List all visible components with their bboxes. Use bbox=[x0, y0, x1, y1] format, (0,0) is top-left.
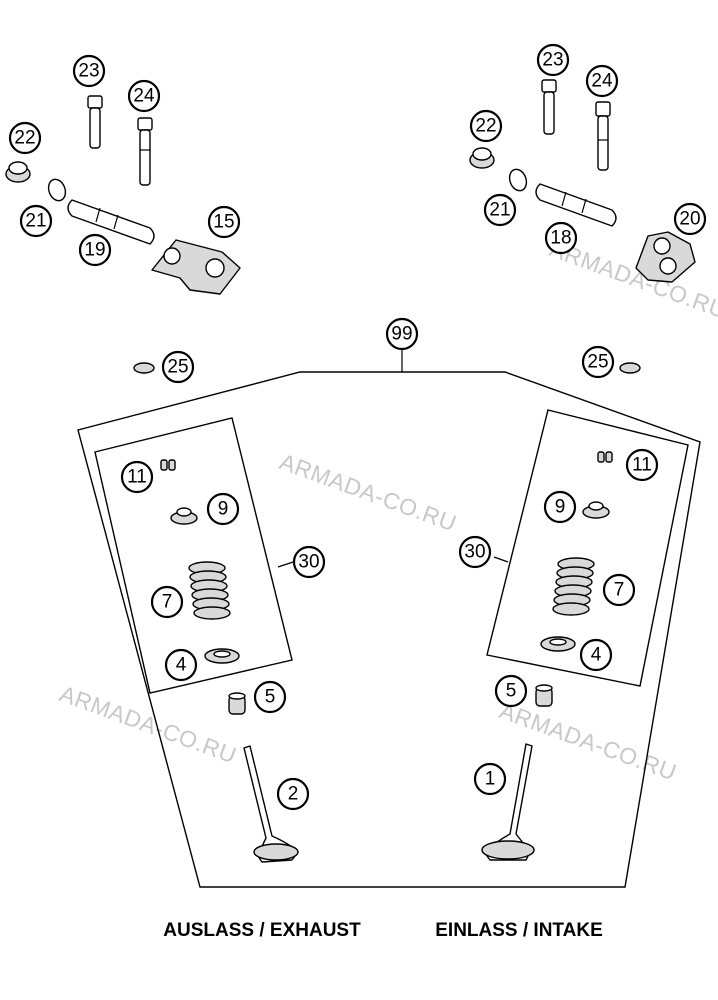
svg-text:5: 5 bbox=[265, 687, 276, 708]
callout-23-left: 23 bbox=[72, 54, 106, 88]
callout-23-right: 23 bbox=[536, 43, 570, 77]
rocker-shaft-screw-left bbox=[87, 95, 103, 149]
valve-shim-right bbox=[619, 362, 641, 374]
callout-11-left: 11 bbox=[120, 460, 154, 494]
callout-5-left: 5 bbox=[253, 680, 287, 714]
svg-text:11: 11 bbox=[127, 467, 147, 488]
svg-text:21: 21 bbox=[489, 200, 510, 221]
callout-25-right: 25 bbox=[581, 345, 615, 379]
svg-text:7: 7 bbox=[614, 580, 625, 601]
callout-2: 2 bbox=[276, 777, 310, 811]
callout-30-left: 30 bbox=[292, 545, 326, 579]
rocker-bolt-left bbox=[137, 117, 153, 186]
valve-set-outline bbox=[77, 371, 701, 888]
svg-text:23: 23 bbox=[542, 50, 563, 71]
exhaust-valve-kit-box bbox=[94, 417, 293, 694]
svg-text:22: 22 bbox=[475, 116, 496, 137]
valve-stem-seal-exhaust bbox=[228, 692, 246, 715]
svg-text:9: 9 bbox=[218, 499, 229, 520]
callout-24-left: 24 bbox=[127, 79, 161, 113]
o-ring-left bbox=[47, 178, 67, 202]
svg-text:19: 19 bbox=[84, 240, 105, 261]
svg-text:24: 24 bbox=[591, 71, 613, 92]
valve-spring-exhaust bbox=[188, 561, 231, 620]
valve-spring-retainer-intake bbox=[582, 501, 610, 519]
watermark: ARMADA-CO.RU bbox=[276, 448, 460, 536]
svg-text:99: 99 bbox=[391, 324, 412, 345]
svg-text:5: 5 bbox=[506, 681, 517, 702]
callout-25-left: 25 bbox=[161, 350, 195, 384]
svg-text:20: 20 bbox=[679, 209, 700, 230]
svg-text:25: 25 bbox=[167, 357, 188, 378]
callout-21-right: 21 bbox=[483, 193, 517, 227]
valve-spring-retainer-exhaust bbox=[170, 507, 198, 525]
callout-9-left: 9 bbox=[206, 492, 240, 526]
screw-plug-right bbox=[469, 147, 495, 169]
svg-text:30: 30 bbox=[464, 542, 485, 563]
leader-30-left bbox=[277, 561, 294, 568]
svg-text:15: 15 bbox=[213, 212, 234, 233]
valve-stem-seal-intake bbox=[535, 684, 553, 707]
callout-24-right: 24 bbox=[585, 64, 619, 98]
callout-7-right: 7 bbox=[602, 573, 636, 607]
svg-text:11: 11 bbox=[632, 455, 652, 476]
rocker-arm-intake bbox=[635, 231, 696, 283]
valve-shim-left bbox=[133, 362, 155, 374]
svg-text:4: 4 bbox=[591, 645, 602, 666]
valve-cotters-intake bbox=[597, 451, 613, 463]
svg-text:9: 9 bbox=[555, 497, 566, 518]
screw-plug-left bbox=[5, 161, 31, 183]
caption-intake: EINLASS / INTAKE bbox=[435, 920, 603, 941]
rocker-arm-exhaust bbox=[151, 239, 241, 295]
callout-99: 99 bbox=[385, 317, 419, 351]
callout-7-left: 7 bbox=[150, 585, 184, 619]
intake-valve bbox=[481, 743, 535, 861]
rocker-shaft-intake bbox=[535, 183, 617, 227]
svg-text:21: 21 bbox=[25, 211, 46, 232]
callout-1: 1 bbox=[473, 762, 507, 796]
rocker-shaft-exhaust bbox=[67, 199, 155, 245]
svg-text:4: 4 bbox=[176, 655, 187, 676]
callout-18: 18 bbox=[544, 221, 578, 255]
svg-text:23: 23 bbox=[78, 61, 99, 82]
callout-21-left: 21 bbox=[19, 204, 53, 238]
valve-spring-intake bbox=[552, 557, 595, 616]
o-ring-right bbox=[508, 168, 528, 192]
callout-4-left: 4 bbox=[164, 648, 198, 682]
svg-text:30: 30 bbox=[298, 552, 319, 573]
caption-exhaust: AUSLASS / EXHAUST bbox=[163, 920, 361, 941]
callout-30-right: 30 bbox=[458, 535, 492, 569]
callout-19: 19 bbox=[78, 233, 112, 267]
svg-text:18: 18 bbox=[550, 228, 571, 249]
svg-text:2: 2 bbox=[288, 784, 299, 805]
callout-22-left: 22 bbox=[8, 121, 42, 155]
svg-text:24: 24 bbox=[133, 86, 155, 107]
svg-text:7: 7 bbox=[162, 592, 173, 613]
svg-text:22: 22 bbox=[14, 128, 35, 149]
rocker-bolt-right bbox=[595, 101, 611, 171]
callout-4-right: 4 bbox=[579, 638, 613, 672]
rocker-shaft-screw-right bbox=[541, 79, 557, 135]
spring-seat-exhaust bbox=[204, 648, 240, 664]
callout-9-right: 9 bbox=[543, 490, 577, 524]
svg-text:1: 1 bbox=[485, 769, 496, 790]
callout-5-right: 5 bbox=[494, 674, 528, 708]
callout-11-right: 11 bbox=[625, 448, 659, 482]
callout-20: 20 bbox=[673, 202, 707, 236]
valve-cotters-exhaust bbox=[160, 459, 176, 471]
svg-text:25: 25 bbox=[587, 352, 608, 373]
intake-valve-kit-box bbox=[486, 409, 689, 687]
callout-15: 15 bbox=[207, 205, 241, 239]
callout-22-right: 22 bbox=[469, 109, 503, 143]
leader-30-right bbox=[493, 556, 509, 563]
exhaust-valve bbox=[243, 745, 299, 863]
spring-seat-intake bbox=[540, 636, 576, 652]
